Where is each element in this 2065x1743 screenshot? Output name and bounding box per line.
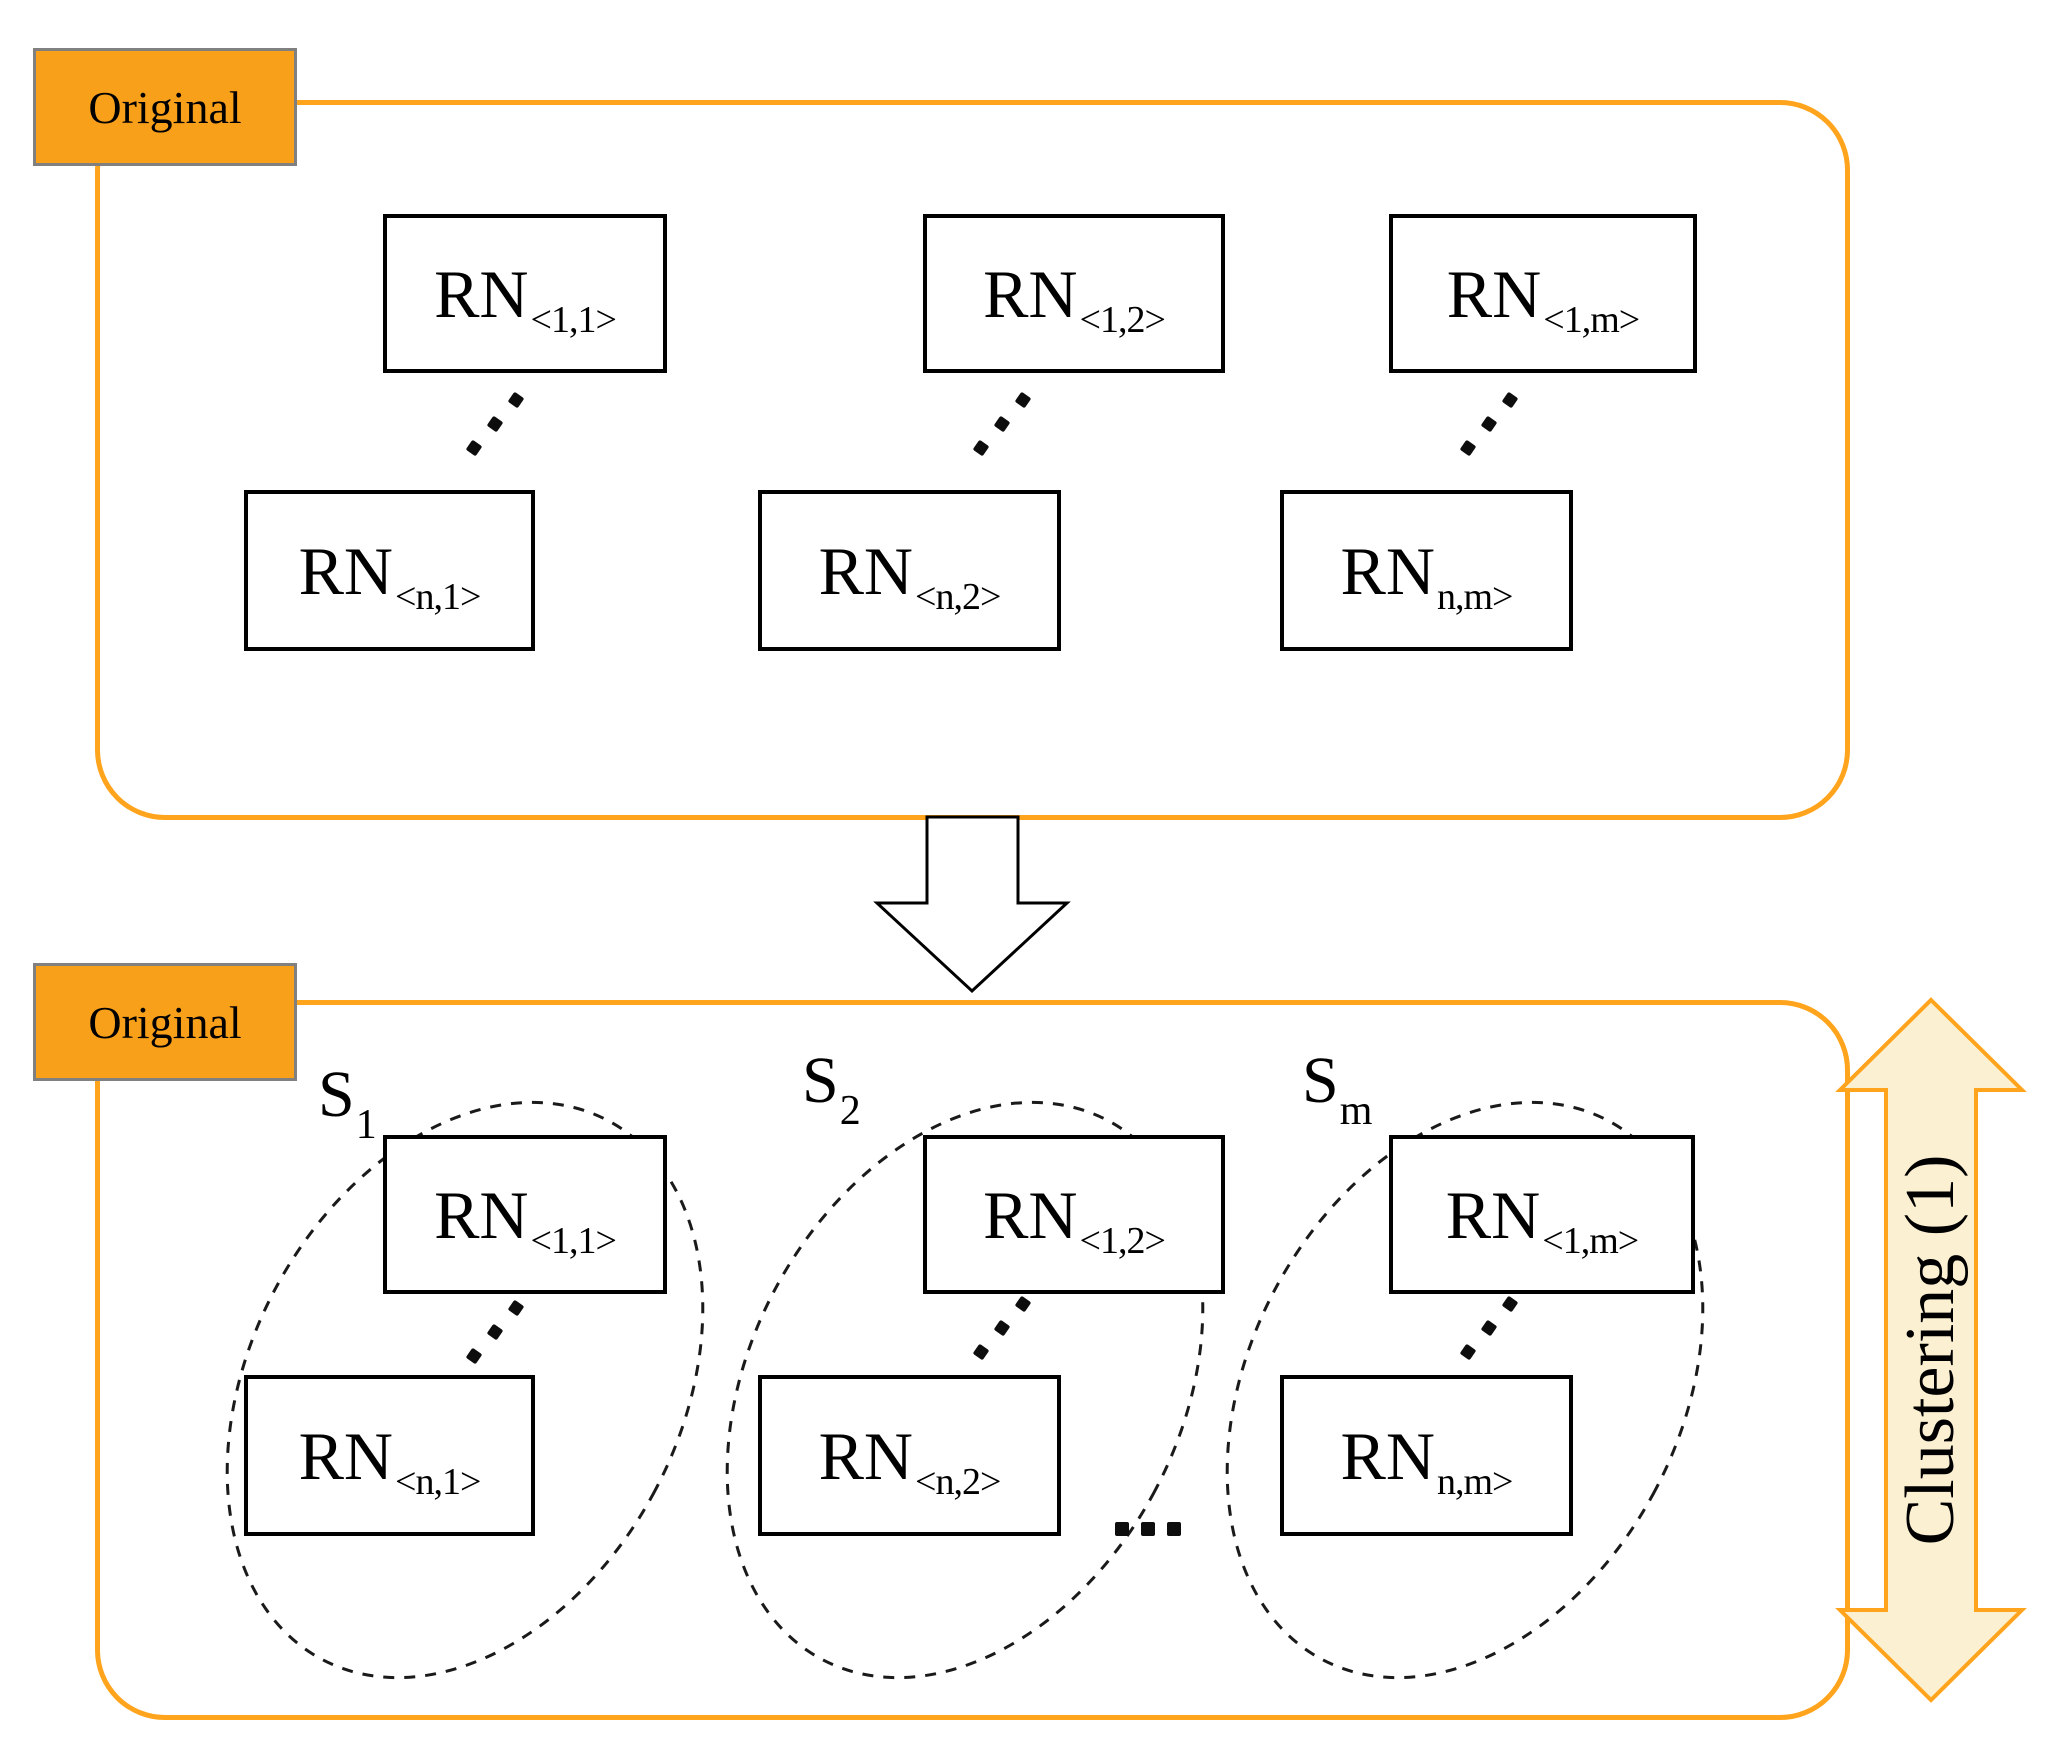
- diagonal-ellipsis-icon: [972, 1295, 1033, 1362]
- rn-box-main: RN: [434, 255, 529, 332]
- rn-box-s1-bottom: RN<n,1>: [244, 1375, 535, 1536]
- rn-box-subscript: <1,m>: [1543, 298, 1640, 341]
- diagonal-ellipsis-icon: [1459, 1295, 1520, 1362]
- cluster-label-subscript: 1: [355, 1102, 377, 1148]
- cluster-label-main: S: [318, 1058, 355, 1131]
- cluster-ellipse-s2: [725, 1100, 1205, 1680]
- rn-box-subscript: <n,2>: [915, 575, 1001, 618]
- rn-box-subscript: <n,2>: [915, 1460, 1001, 1503]
- clustered-panel-bottom: [95, 1000, 1850, 1720]
- rn-box-1-1: RN<1,1>: [383, 214, 667, 373]
- cluster-label-main: S: [802, 1044, 839, 1117]
- tab-original-top: Original: [33, 48, 297, 166]
- rn-box-main: RN: [818, 1417, 914, 1494]
- rn-box-main: RN: [1340, 1417, 1435, 1494]
- rn-box-main: RN: [818, 532, 914, 609]
- rn-box-s1-top: RN<1,1>: [383, 1135, 667, 1294]
- cluster-label-s2: S2: [802, 1048, 861, 1133]
- rn-box-subscript: n,m>: [1436, 1460, 1513, 1503]
- rn-box-subscript: <n,1>: [395, 1460, 481, 1503]
- tab-original-bottom: Original: [33, 963, 297, 1081]
- cluster-label-subscript: 2: [839, 1088, 861, 1134]
- rn-box-1-m: RN<1,m>: [1389, 214, 1697, 373]
- rn-box-s2-bottom: RN<n,2>: [758, 1375, 1061, 1536]
- rn-box-sm-top: RN<1,m>: [1389, 1135, 1695, 1294]
- diagonal-ellipsis-icon: [972, 391, 1033, 458]
- rn-box-subscript: <1,1>: [530, 298, 617, 341]
- down-arrow-icon: [873, 815, 1071, 994]
- cluster-ellipse-s1: [225, 1100, 705, 1680]
- rn-box-1-2: RN<1,2>: [923, 214, 1225, 373]
- cluster-label-main: S: [1302, 1044, 1339, 1117]
- diagonal-ellipsis-icon: [1459, 391, 1520, 458]
- cluster-label-subscript: m: [1339, 1088, 1373, 1134]
- cluster-label-s1: S1: [318, 1062, 377, 1147]
- rn-box-main: RN: [434, 1176, 529, 1253]
- rn-box-main: RN: [298, 532, 394, 609]
- rn-box-s2-top: RN<1,2>: [923, 1135, 1225, 1294]
- rn-box-main: RN: [1340, 532, 1435, 609]
- cluster-ellipse-sm: [1225, 1100, 1705, 1680]
- rn-box-main: RN: [983, 255, 1078, 332]
- rn-box-subscript: <1,2>: [1079, 1219, 1166, 1262]
- rn-box-subscript: <n,1>: [395, 575, 481, 618]
- rn-box-main: RN: [1446, 255, 1542, 332]
- clustering-double-arrow-icon: [1835, 997, 2027, 1703]
- diagonal-ellipsis-icon: [465, 391, 526, 458]
- diagonal-ellipsis-icon: [465, 1299, 526, 1366]
- rn-box-subscript: <1,2>: [1079, 298, 1166, 341]
- rn-box-main: RN: [983, 1176, 1078, 1253]
- rn-box-main: RN: [1445, 1176, 1541, 1253]
- clustering-arrow-label: Clustering (1): [1892, 1154, 1969, 1546]
- rn-box-n-2: RN<n,2>: [758, 490, 1061, 651]
- rn-box-n-1: RN<n,1>: [244, 490, 535, 651]
- horizontal-ellipsis-icon: [1115, 1520, 1195, 1540]
- rn-box-subscript: <1,m>: [1542, 1219, 1639, 1262]
- rn-box-subscript: n,m>: [1436, 575, 1513, 618]
- cluster-label-sm: Sm: [1302, 1048, 1372, 1133]
- rn-box-subscript: <1,1>: [530, 1219, 617, 1262]
- rn-box-main: RN: [298, 1417, 394, 1494]
